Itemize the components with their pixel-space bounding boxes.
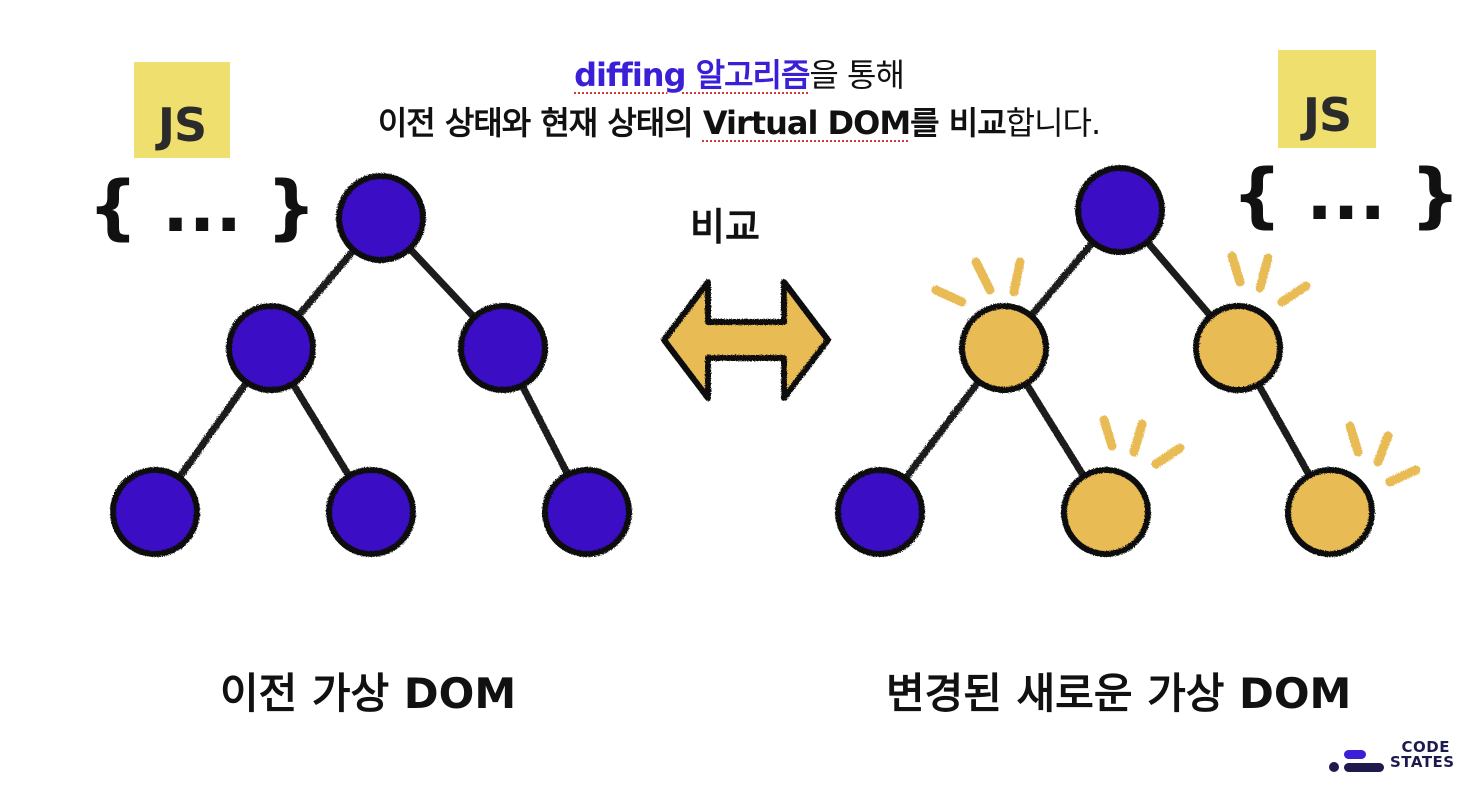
tree-node [959, 303, 1049, 393]
logo-bar-icon [1344, 750, 1366, 759]
logo-bar-icon [1344, 763, 1384, 772]
logo-line-1: CODE [1401, 738, 1450, 756]
double-arrow-icon [661, 279, 831, 401]
js-badge-right: JS [1278, 50, 1376, 148]
highlight-ray [1129, 419, 1147, 457]
tree-node [1193, 303, 1283, 393]
highlight-ray [1151, 443, 1185, 469]
tree-node [1285, 467, 1375, 557]
code-braces-left: { ... } [88, 166, 317, 248]
compare-double-arrow [661, 279, 831, 401]
tree-node [226, 303, 316, 393]
highlight-ray [971, 257, 995, 295]
tree-node [110, 467, 200, 557]
tree-node [1061, 467, 1151, 557]
left-tree-nodes [110, 173, 632, 557]
highlight-ray [1277, 281, 1311, 307]
logo-line-2: STATES [1390, 753, 1455, 771]
highlight-ray [1385, 465, 1421, 487]
tree-node [542, 467, 632, 557]
tree-node [835, 467, 925, 557]
highlight-ray [1255, 253, 1273, 293]
diffing-algorithm-text: diffing 알고리즘 [574, 56, 810, 94]
tree-node-root [1075, 165, 1165, 255]
title-line-1: diffing 알고리즘을 통해 [0, 50, 1478, 96]
highlight-ray [1009, 257, 1025, 297]
caption-new-vdom: 변경된 새로운 가상 DOM [886, 669, 1352, 718]
codestates-logo [1329, 750, 1384, 772]
title-line-2: 이전 상태와 현재 상태의 Virtual DOM를 비교합니다. [0, 98, 1478, 144]
logo-text: CODE STATES [1390, 738, 1455, 771]
compare-word: 비교 [948, 104, 1007, 142]
title-line-2-part2: 를 [910, 104, 949, 142]
highlight-ray [1227, 251, 1245, 287]
highlight-ray [931, 285, 967, 307]
virtual-dom-text: Virtual DOM [702, 104, 911, 142]
highlight-ray [1099, 415, 1117, 451]
code-braces-right: { ... } [1232, 154, 1461, 236]
tree-node-root [336, 173, 426, 263]
tree-node [326, 467, 416, 557]
title-line-1-rest: 을 통해 [809, 56, 904, 94]
caption-previous-vdom: 이전 가상 DOM [220, 669, 517, 718]
tree-node [458, 303, 548, 393]
change-highlight-rays [931, 251, 1421, 487]
logo-dot-icon [1329, 762, 1339, 772]
compare-label: 비교 [690, 205, 760, 249]
js-badge-left: JS [134, 62, 230, 158]
right-tree-nodes [835, 165, 1375, 557]
highlight-ray [1373, 431, 1393, 467]
title-line-2-part1: 이전 상태와 현재 상태의 [377, 104, 703, 142]
title-line-2-end: 합니다. [1005, 104, 1101, 142]
highlight-ray [1345, 421, 1363, 457]
